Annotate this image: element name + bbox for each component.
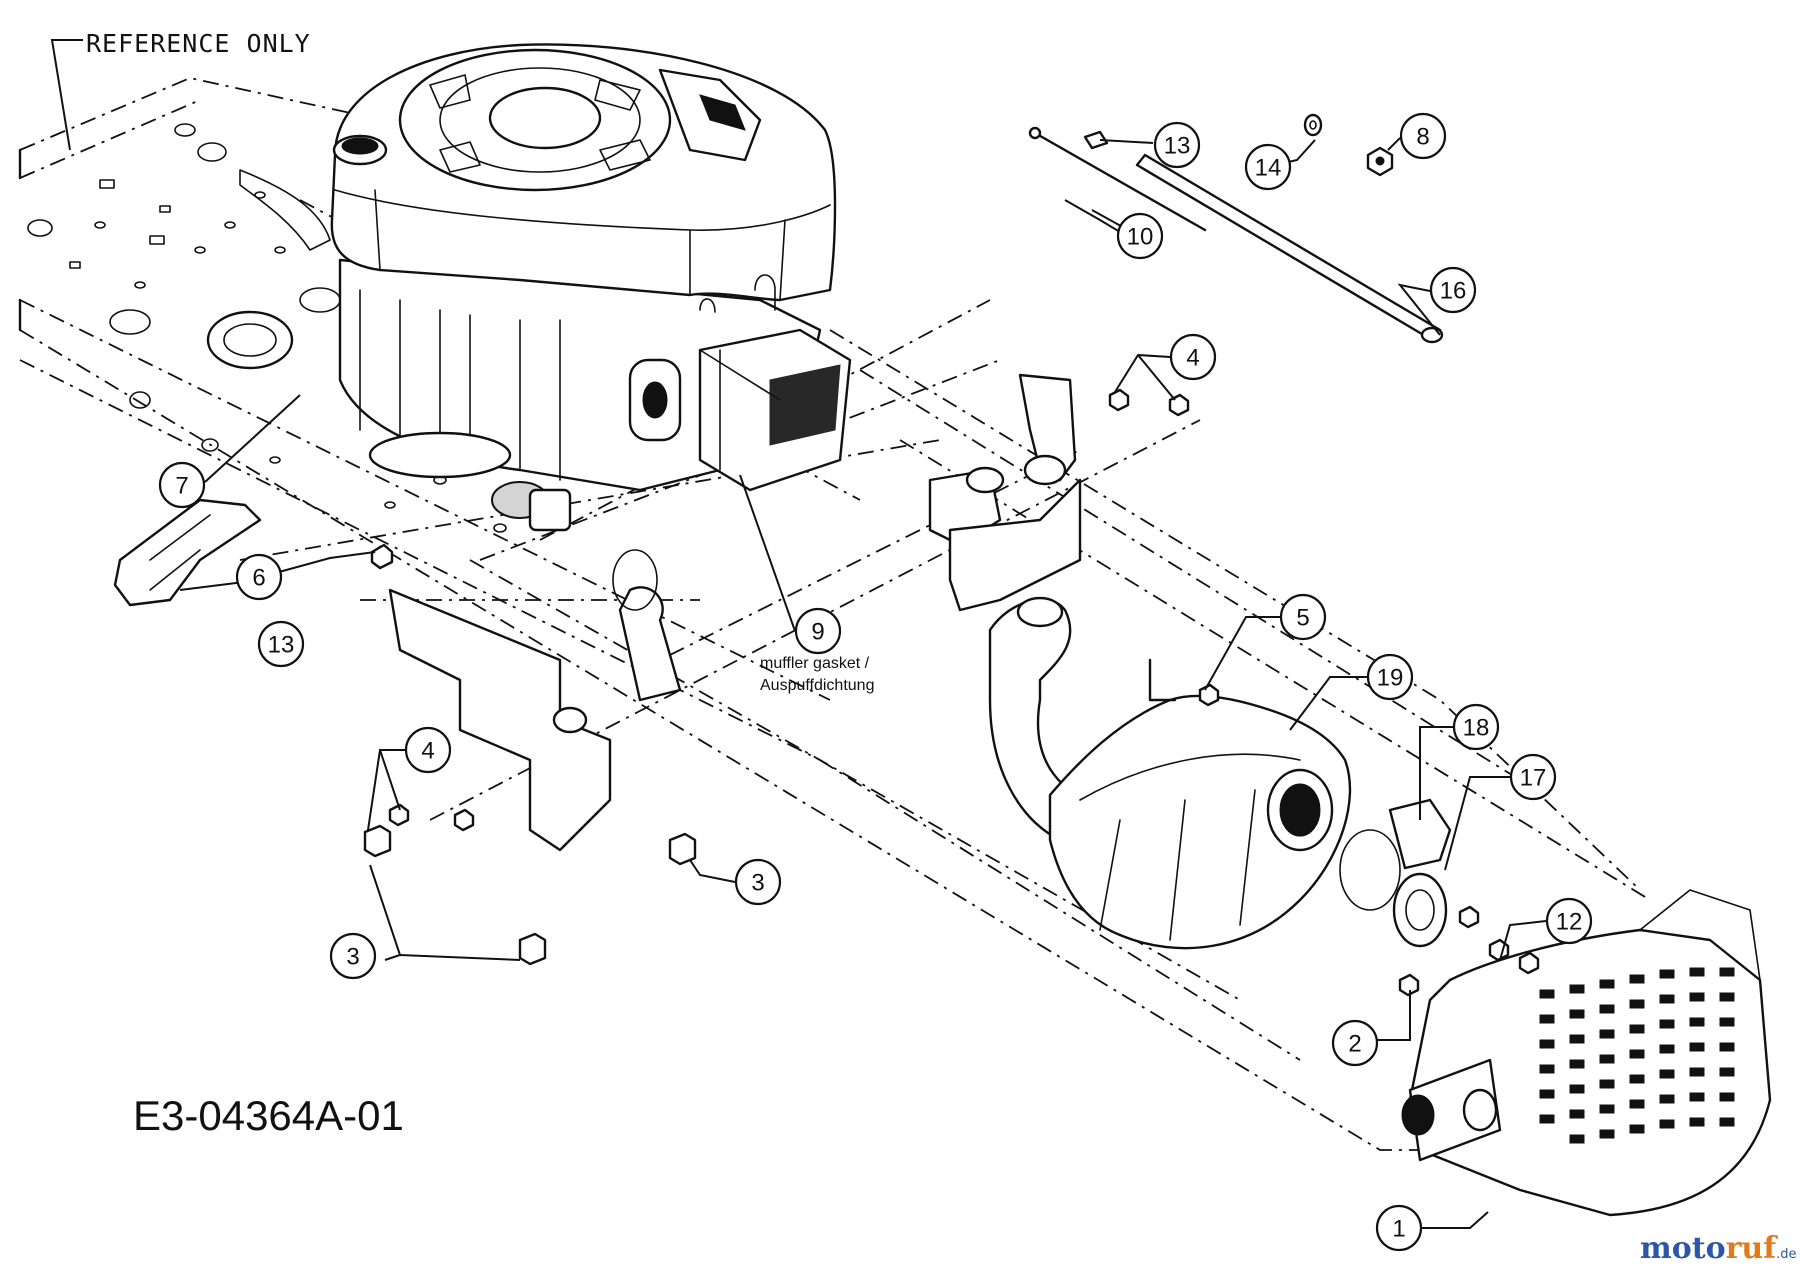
callout-6: 6: [235, 553, 283, 601]
leader-lines: [50, 39, 1547, 1229]
callout-16: 16: [1429, 266, 1477, 314]
callout-2-label: 2: [1348, 1031, 1361, 1058]
callout-4-top-label: 4: [1186, 345, 1199, 372]
callout-19: 19: [1366, 653, 1414, 701]
watermark-brand-a: moto: [1640, 1231, 1726, 1266]
callout-13-label: 13: [268, 632, 295, 659]
callout-12: 12: [1545, 897, 1593, 945]
callout-4-top: 4: [1169, 333, 1217, 381]
callout-11-label: 13: [1164, 133, 1191, 160]
callout-16-label: 16: [1440, 278, 1467, 305]
muffler-assembly: [988, 596, 1452, 950]
callout-10-label: 10: [1127, 224, 1154, 251]
callout-1: 1: [1375, 1204, 1423, 1252]
callout-2: 2: [1331, 1019, 1379, 1067]
callout-4-bottom: 4: [404, 726, 452, 774]
callout-18: 18: [1452, 703, 1500, 751]
callout-4-bottom-label: 4: [421, 738, 434, 765]
callout-9: 9: [794, 607, 842, 655]
callout-8: 8: [1399, 112, 1447, 160]
muffler-gasket-note-line2: Auspuffdichtung: [760, 677, 874, 694]
callout-12-label: 12: [1556, 909, 1583, 936]
drawing-code: E3-04364A-01: [133, 1092, 404, 1139]
callout-13: 13: [257, 620, 305, 668]
callout-17: 17: [1509, 753, 1557, 801]
callout-3-left-label: 3: [346, 944, 359, 971]
motoruf-watermark-logo: motoruf.de: [1640, 1231, 1797, 1266]
callout-1-label: 1: [1392, 1216, 1405, 1243]
small-parts: [113, 113, 1540, 997]
callout-3-right: 3: [734, 858, 782, 906]
callouts: 13 14 8 10 16 4 7 6 13 9 5 19 18 17 4 3 …: [158, 112, 1593, 1252]
svg-text:motoruf.de: motoruf.de: [1640, 1231, 1797, 1266]
callout-9-label: 9: [811, 619, 824, 646]
callout-6-label: 6: [252, 565, 265, 592]
callout-19-label: 19: [1377, 665, 1404, 692]
callout-7: 7: [158, 461, 206, 509]
callout-10: 10: [1116, 212, 1164, 260]
callout-7-label: 7: [175, 473, 188, 500]
callout-5: 5: [1279, 593, 1327, 641]
callout-8-label: 8: [1416, 124, 1429, 151]
callout-5-label: 5: [1296, 605, 1309, 632]
callout-17-label: 17: [1520, 765, 1547, 792]
watermark-tld: .de: [1776, 1247, 1796, 1262]
reference-only-label: REFERENCE ONLY: [86, 29, 311, 58]
callout-3-right-label: 3: [751, 870, 764, 897]
front-shield: [1401, 889, 1772, 1217]
engine: [330, 43, 852, 532]
muffler-gasket-note-line1: muffler gasket /: [760, 655, 870, 672]
callout-14: 14: [1244, 143, 1292, 191]
callout-3-left: 3: [329, 932, 377, 980]
callout-14-label: 14: [1255, 155, 1282, 182]
callout-11: 13: [1153, 121, 1201, 169]
engine-mount-brackets: [388, 373, 1082, 852]
watermark-brand-b: ruf: [1726, 1231, 1779, 1266]
callout-18-label: 18: [1463, 715, 1490, 742]
